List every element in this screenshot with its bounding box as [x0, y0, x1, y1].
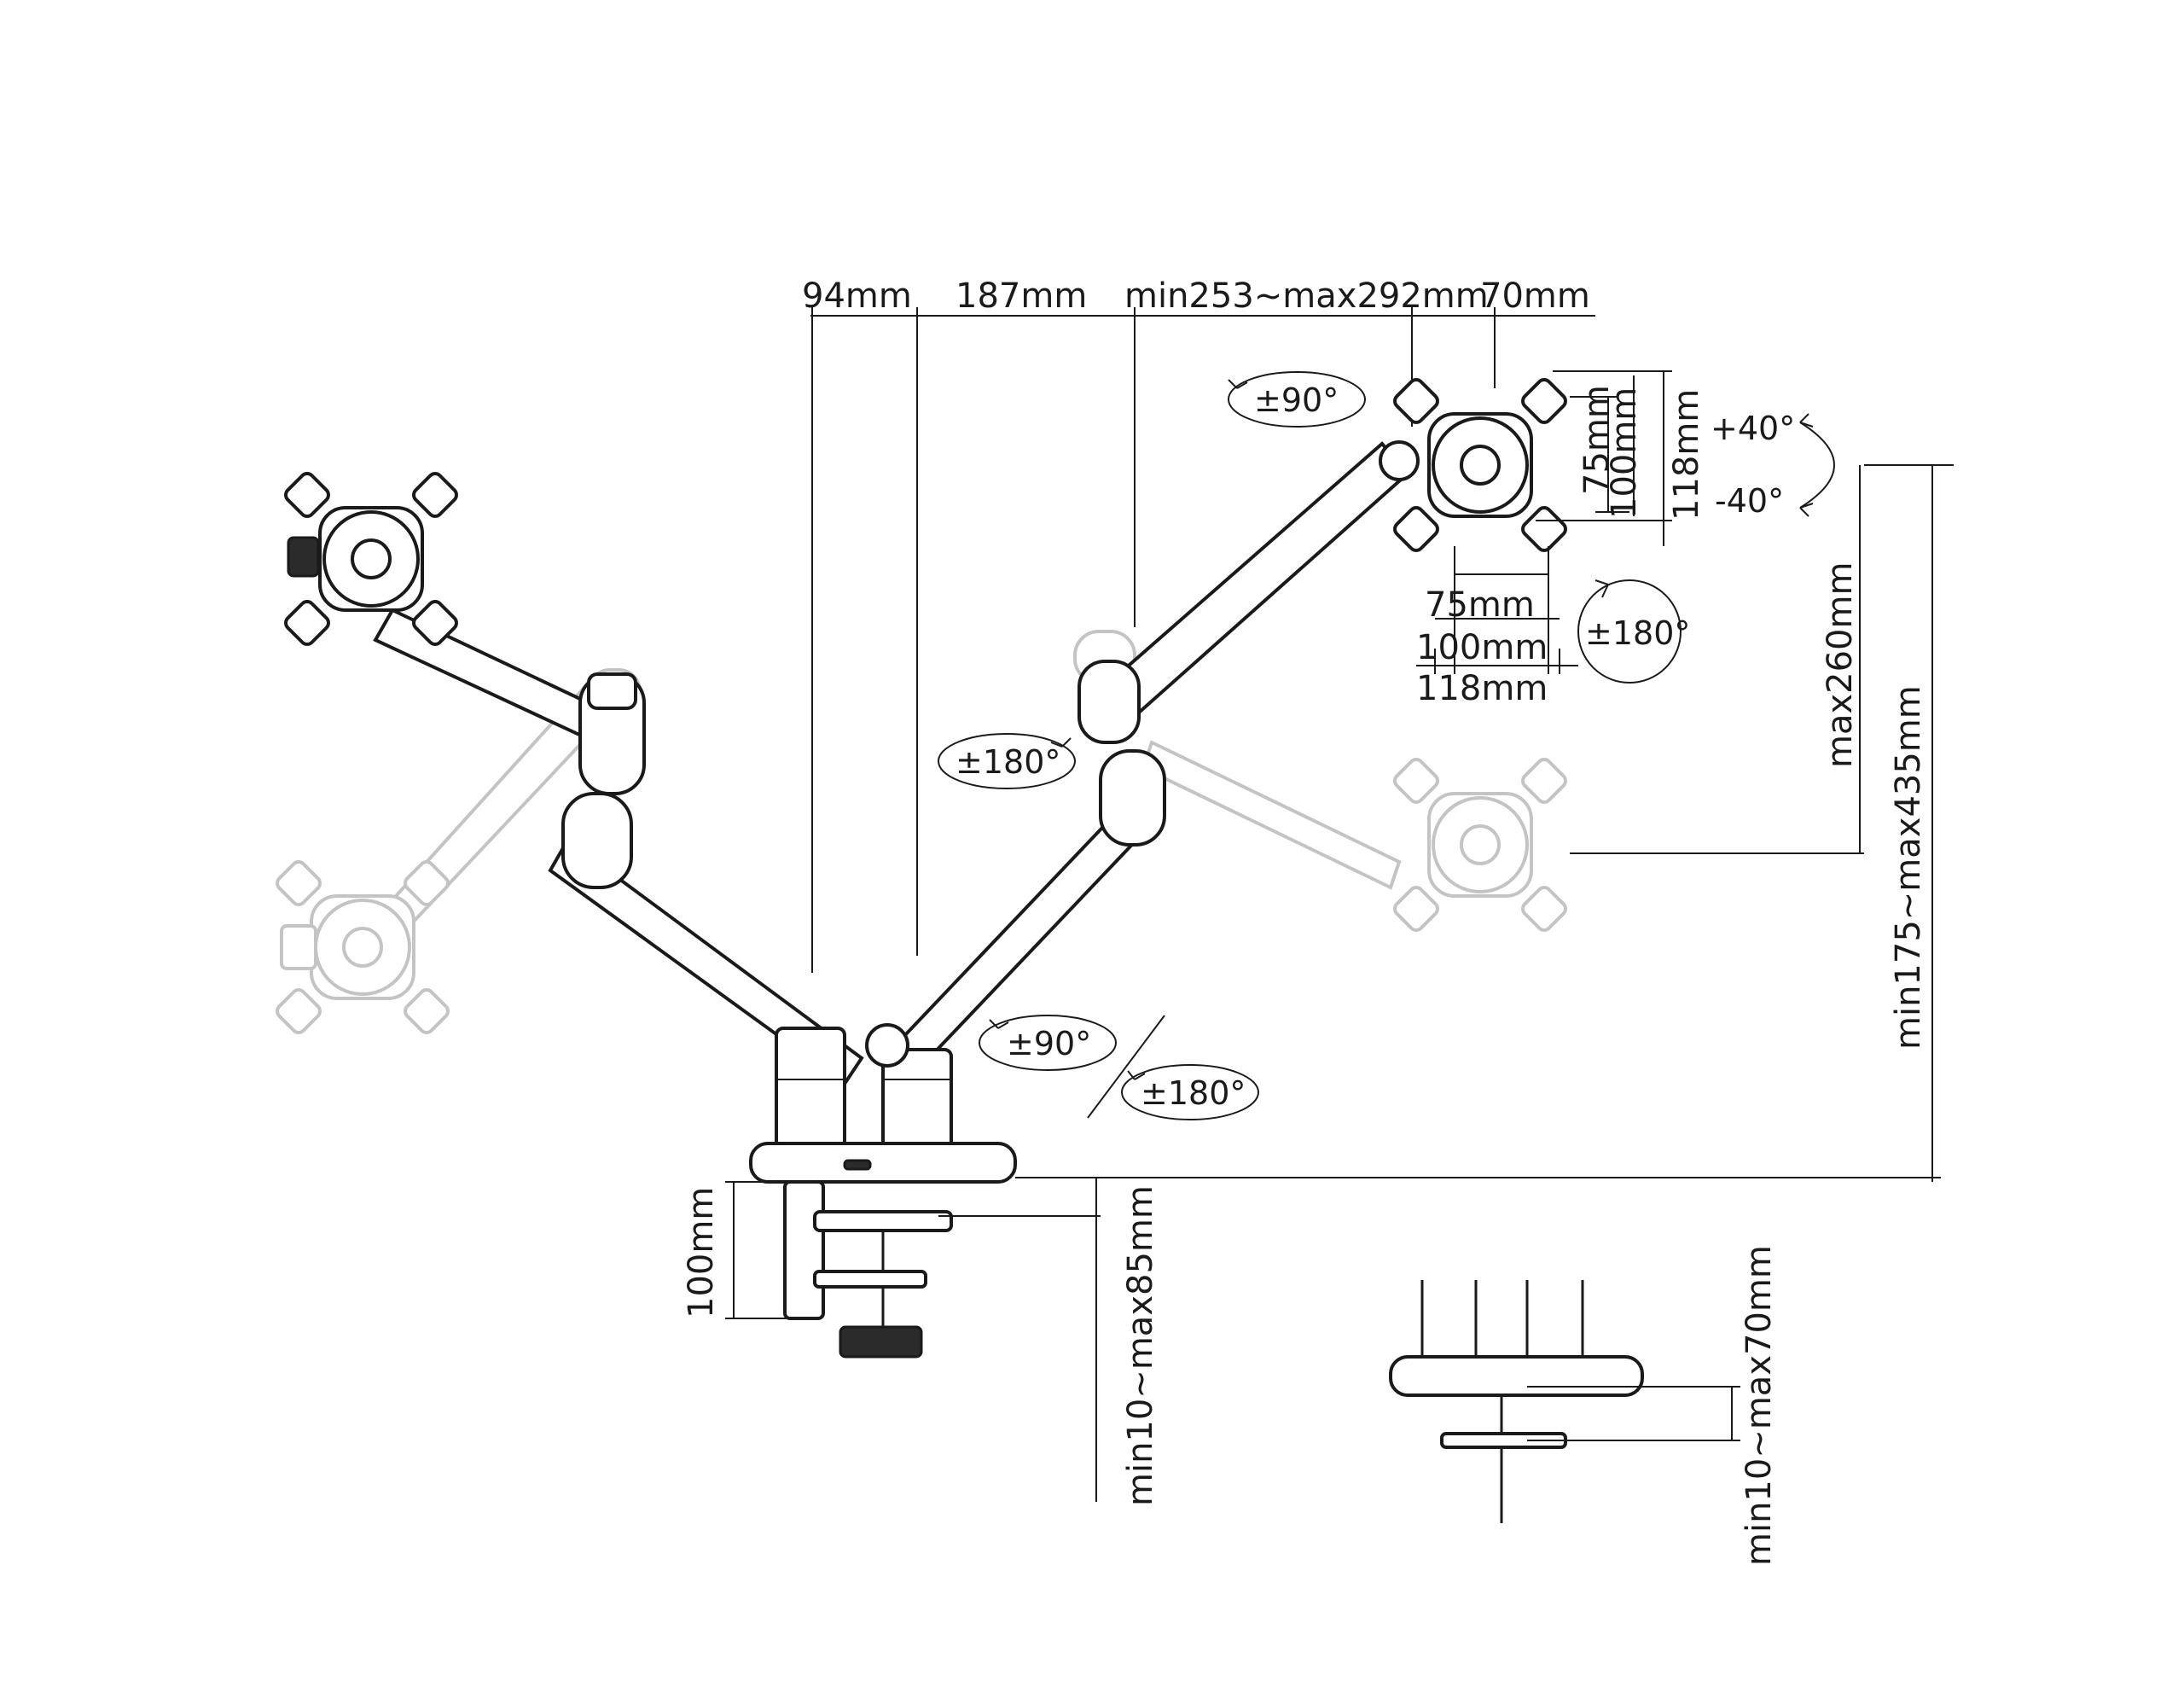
head-rotate-label: ±180°: [1585, 614, 1690, 652]
max-arm-height-label: max260mm: [1821, 562, 1860, 768]
top-dimension-lines: [810, 307, 1595, 973]
right-arm: [885, 378, 1567, 1078]
dim-70mm: 70mm: [1480, 276, 1590, 316]
elbow-rotation-label: ±180°: [956, 743, 1060, 781]
left-arm: [284, 472, 864, 1086]
grommet-range-label: min10~max70mm: [1740, 1245, 1779, 1566]
vesa-h118-label: 118mm: [1416, 669, 1548, 708]
vesa-v100-label: 100mm: [1605, 387, 1644, 519]
base-assembly: [749, 1023, 1017, 1184]
rotation-base: ±180°: [1121, 1064, 1259, 1120]
vesa-h100-label: 100mm: [1416, 628, 1548, 667]
clamp-range-label: min10~max85mm: [1121, 1185, 1160, 1506]
desk-clamp: [783, 1180, 953, 1359]
ghost-right-arm: [1073, 630, 1567, 932]
rotation-divider: [1087, 1015, 1165, 1119]
rotation-head-rotate: ±180°: [1577, 579, 1690, 684]
dim-253-292mm: min253~max292mm: [1124, 276, 1489, 316]
vesa-dimension-lines: [1416, 370, 1672, 674]
ghost-left-arm: [276, 668, 642, 1034]
grommet-base: [1389, 1280, 1740, 1523]
base-rotation-label: ±180°: [1141, 1074, 1246, 1112]
vesa-v75-label: 75mm: [1577, 385, 1617, 495]
head-swivel-label: ±90°: [1254, 381, 1339, 419]
height-dimension-lines: [1015, 464, 1954, 1182]
rotation-elbow: ±180°: [938, 733, 1076, 789]
dim-94mm: 94mm: [802, 276, 912, 316]
dim-187mm: 187mm: [956, 276, 1087, 316]
tilt-down-label: -40°: [1715, 482, 1784, 520]
right-vesa-plate: [1393, 378, 1567, 552]
rotation-base-arm: ±90°: [979, 1015, 1117, 1071]
left-vesa-plate: [284, 472, 458, 646]
vesa-v118-label: 118mm: [1667, 389, 1706, 521]
tilt-up-label: +40°: [1711, 410, 1795, 447]
vesa-h75-label: 75mm: [1425, 585, 1535, 625]
rotation-head-swivel: ±90°: [1228, 371, 1366, 428]
rotation-tilt: +40° -40°: [1711, 410, 1835, 520]
clamp-dimension-lines: [725, 1178, 1101, 1502]
overall-height-label: min175~max435mm: [1889, 685, 1928, 1050]
clamp-height-label: 100mm: [682, 1187, 721, 1318]
base-arm-rotation-label: ±90°: [1007, 1025, 1091, 1062]
